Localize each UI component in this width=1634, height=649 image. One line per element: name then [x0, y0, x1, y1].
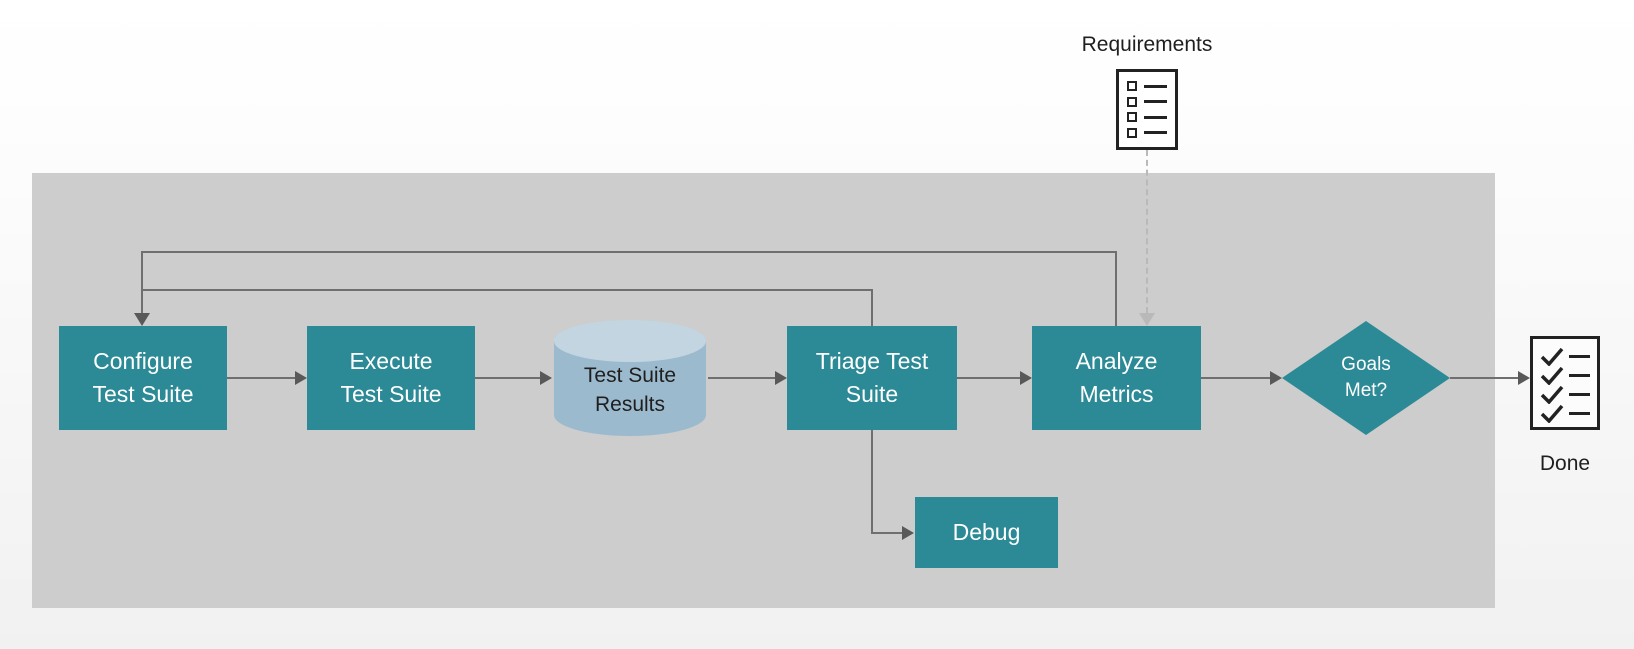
arrowhead-into-triage [775, 371, 787, 385]
arrowhead-into-configure [134, 313, 150, 326]
edge-triage-analyze [957, 377, 1020, 379]
arrowhead-into-done [1518, 371, 1530, 385]
checkmark-icon [1540, 347, 1564, 366]
arrowhead-dashed-into-analyze [1139, 313, 1155, 326]
done-label: Done [1539, 452, 1591, 475]
node-execute-label: Execute Test Suite [340, 348, 442, 407]
edge-analyze-goals [1201, 377, 1270, 379]
arrowhead-into-goals [1270, 371, 1282, 385]
node-analyze-label: Analyze Metrics [1075, 348, 1158, 407]
arrowhead-into-results [540, 371, 552, 385]
requirements-document-icon [1116, 69, 1178, 150]
arrowhead-into-execute [295, 371, 307, 385]
edge-analyze-feedback-vertical [1115, 252, 1117, 326]
process-container [32, 173, 1495, 608]
database-cylinder-icon [554, 320, 706, 436]
edge-goals-done [1450, 377, 1518, 379]
node-results-label: Test Suite Results [583, 363, 677, 416]
edge-requirements-analyze-dashed [1146, 150, 1148, 313]
done-checklist-icon [1530, 336, 1600, 430]
edge-feedback-drop [141, 251, 143, 313]
edge-execute-results [475, 377, 540, 379]
edge-results-triage [708, 377, 775, 379]
node-triage-label: Triage Test Suite [815, 348, 929, 407]
node-test-suite-results: Test Suite Results [552, 319, 708, 437]
edge-analyze-feedback-horizontal [141, 251, 1117, 253]
arrowhead-into-analyze [1020, 371, 1032, 385]
edge-triage-feedback-vertical [871, 290, 873, 326]
node-goals-label: Goals Met? [1341, 354, 1391, 401]
arrowhead-into-debug [902, 526, 914, 540]
edge-triage-debug-horizontal [871, 532, 902, 534]
requirements-label: Requirements [1081, 33, 1213, 56]
node-triage-test-suite: Triage Test Suite [787, 326, 957, 430]
checkmark-icon [1540, 366, 1564, 385]
node-analyze-metrics: Analyze Metrics [1032, 326, 1201, 430]
node-execute-test-suite: Execute Test Suite [307, 326, 475, 430]
checkmark-icon [1540, 404, 1564, 423]
node-debug-label: Debug [952, 519, 1021, 546]
node-debug: Debug [915, 497, 1058, 568]
edge-configure-execute [227, 377, 295, 379]
node-configure-label: Configure Test Suite [92, 348, 194, 407]
edge-triage-debug-vertical [871, 430, 873, 533]
node-configure-test-suite: Configure Test Suite [59, 326, 227, 430]
edge-triage-feedback-horizontal [141, 289, 873, 291]
checkmark-icon [1540, 385, 1564, 404]
